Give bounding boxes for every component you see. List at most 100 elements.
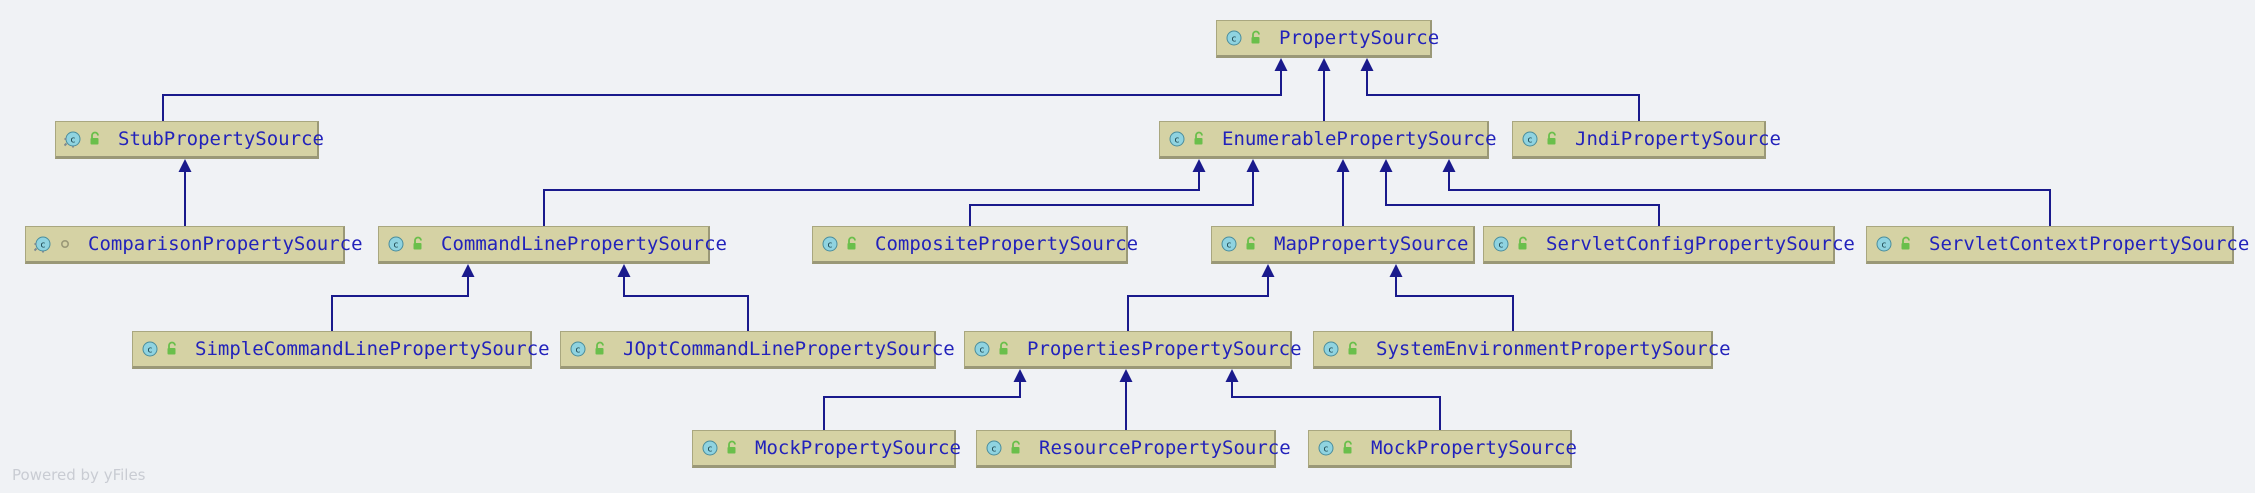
- green-lock-icon: [1190, 130, 1208, 148]
- green-lock-icon: [409, 235, 427, 253]
- green-lock-icon: [591, 340, 609, 358]
- svg-text:c: c: [1329, 346, 1334, 356]
- green-lock-icon: [843, 235, 861, 253]
- class-icon-hook: c: [64, 130, 82, 148]
- class-node-CommandLinePropertySource[interactable]: c CommandLinePropertySource: [378, 226, 727, 264]
- class-icon: c: [1168, 130, 1186, 148]
- svg-text:c: c: [980, 346, 985, 356]
- generalization-edge: [162, 58, 1288, 121]
- svg-text:c: c: [1232, 35, 1237, 45]
- green-lock-icon: [1543, 130, 1561, 148]
- class-node-MapPropertySource[interactable]: c MapPropertySource: [1211, 226, 1475, 264]
- green-lock-icon: [1339, 439, 1357, 457]
- green-lock-icon: [1247, 29, 1265, 47]
- class-icon-hook: c: [34, 235, 52, 253]
- generalization-edge: [543, 159, 1206, 226]
- class-node-label: CommandLinePropertySource: [441, 233, 727, 255]
- class-node-label: ServletContextPropertySource: [1929, 233, 2250, 255]
- class-node-SystemEnvironmentPropertySource[interactable]: c SystemEnvironmentPropertySource: [1313, 331, 1731, 369]
- class-node-JOptCommandLinePropertySource[interactable]: c JOptCommandLinePropertySource: [560, 331, 955, 369]
- class-node-label: ServletConfigPropertySource: [1546, 233, 1855, 255]
- class-icon: c: [1317, 439, 1335, 457]
- svg-text:c: c: [1882, 241, 1887, 251]
- class-icon: c: [569, 340, 587, 358]
- class-node-label: SimpleCommandLinePropertySource: [195, 338, 550, 360]
- class-node-label: PropertiesPropertySource: [1027, 338, 1302, 360]
- green-lock-icon: [1007, 439, 1025, 457]
- svg-text:c: c: [576, 346, 581, 356]
- svg-text:c: c: [394, 241, 399, 251]
- svg-text:c: c: [1528, 136, 1533, 146]
- svg-text:c: c: [148, 346, 153, 356]
- class-node-ResourcePropertySource[interactable]: c ResourcePropertySource: [976, 430, 1291, 468]
- class-icon: c: [1220, 235, 1238, 253]
- green-lock-icon: [1344, 340, 1362, 358]
- class-node-label: MockPropertySource: [755, 437, 961, 459]
- class-node-label: MockPropertySource: [1371, 437, 1577, 459]
- class-node-label: CompositePropertySource: [875, 233, 1139, 255]
- class-icon: c: [141, 340, 159, 358]
- class-node-JndiPropertySource[interactable]: c JndiPropertySource: [1512, 121, 1781, 159]
- generalization-edge: [331, 264, 475, 331]
- class-node-label: JndiPropertySource: [1575, 128, 1781, 150]
- class-node-SimpleCommandLinePropertySource[interactable]: c SimpleCommandLinePropertySource: [132, 331, 550, 369]
- class-icon: c: [1225, 29, 1243, 47]
- class-node-CompositePropertySource[interactable]: c CompositePropertySource: [812, 226, 1138, 264]
- svg-text:c: c: [708, 445, 713, 455]
- generalization-edge: [1360, 58, 1640, 121]
- svg-text:c: c: [828, 241, 833, 251]
- class-icon: c: [1322, 340, 1340, 358]
- class-node-label: StubPropertySource: [118, 128, 324, 150]
- class-node-MockPropertySourceRight[interactable]: c MockPropertySource: [1308, 430, 1577, 468]
- class-icon: c: [1521, 130, 1539, 148]
- class-node-ServletConfigPropertySource[interactable]: c ServletConfigPropertySource: [1483, 226, 1855, 264]
- class-node-MockPropertySourceLeft[interactable]: c MockPropertySource: [692, 430, 961, 468]
- class-node-PropertiesPropertySource[interactable]: c PropertiesPropertySource: [964, 331, 1302, 369]
- class-node-ServletContextPropertySource[interactable]: c ServletContextPropertySource: [1866, 226, 2249, 264]
- generalization-edge: [1225, 369, 1441, 430]
- class-node-ComparisonPropertySource[interactable]: c ComparisonPropertySource: [25, 226, 363, 264]
- svg-text:c: c: [1324, 445, 1329, 455]
- class-node-label: ResourcePropertySource: [1039, 437, 1291, 459]
- class-node-label: SystemEnvironmentPropertySource: [1376, 338, 1731, 360]
- class-icon: c: [1492, 235, 1510, 253]
- class-icon: c: [1875, 235, 1893, 253]
- generalization-edge: [1442, 159, 2051, 226]
- generalization-edge: [969, 159, 1260, 226]
- class-icon: c: [387, 235, 405, 253]
- svg-text:c: c: [41, 241, 46, 251]
- svg-text:c: c: [992, 445, 997, 455]
- class-node-EnumerablePropertySource[interactable]: c EnumerablePropertySource: [1159, 121, 1497, 159]
- green-lock-icon: [86, 130, 104, 148]
- svg-text:c: c: [1227, 241, 1232, 251]
- yfiles-watermark: Powered by yFiles: [12, 466, 146, 484]
- green-lock-icon: [995, 340, 1013, 358]
- class-node-label: ComparisonPropertySource: [88, 233, 363, 255]
- class-icon: c: [701, 439, 719, 457]
- generalization-edge: [1317, 58, 1331, 121]
- generalization-edge: [1389, 264, 1514, 331]
- generalization-edge: [178, 159, 192, 226]
- class-icon: c: [973, 340, 991, 358]
- generalization-edge: [1336, 159, 1350, 226]
- class-node-StubPropertySource[interactable]: c StubPropertySource: [55, 121, 324, 159]
- generalization-edge: [617, 264, 749, 331]
- svg-text:c: c: [1499, 241, 1504, 251]
- svg-text:c: c: [1175, 136, 1180, 146]
- green-lock-icon: [1897, 235, 1915, 253]
- class-icon: c: [985, 439, 1003, 457]
- green-lock-icon: [163, 340, 181, 358]
- small-circle-icon: [56, 235, 74, 253]
- class-node-PropertySource[interactable]: c PropertySource: [1216, 20, 1439, 58]
- class-node-label: PropertySource: [1279, 27, 1440, 49]
- generalization-edge: [823, 369, 1027, 430]
- class-node-label: EnumerablePropertySource: [1222, 128, 1497, 150]
- green-lock-icon: [1514, 235, 1532, 253]
- green-lock-icon: [723, 439, 741, 457]
- class-node-label: MapPropertySource: [1274, 233, 1469, 255]
- class-node-label: JOptCommandLinePropertySource: [623, 338, 955, 360]
- svg-text:c: c: [71, 136, 76, 146]
- generalization-edge: [1127, 264, 1275, 331]
- generalization-edge: [1379, 159, 1660, 226]
